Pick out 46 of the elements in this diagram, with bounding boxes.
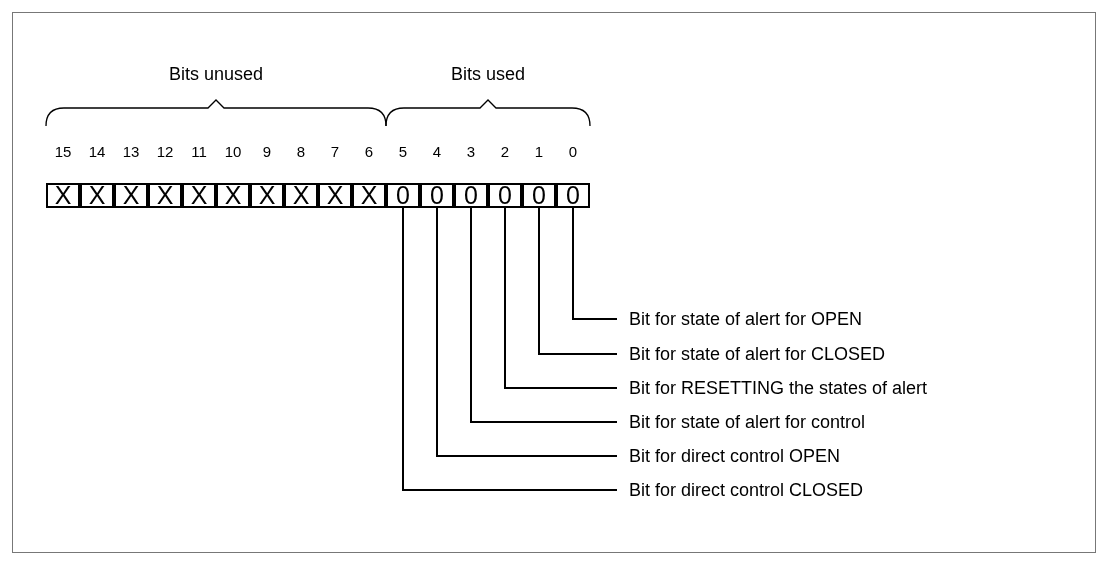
leader-line	[572, 207, 618, 320]
bit-cell: 0	[488, 183, 522, 208]
bit-number: 4	[431, 143, 443, 161]
leader-line	[470, 207, 618, 423]
leader-line	[436, 207, 618, 457]
bit-cell: X	[216, 183, 250, 208]
group-heading: Bits unused	[168, 63, 264, 85]
bit-description: Bit for state of alert for control	[629, 412, 866, 432]
bit-cell: 0	[556, 183, 590, 208]
bit-cell: 0	[454, 183, 488, 208]
bit-cell: X	[250, 183, 284, 208]
bit-number: 6	[363, 143, 375, 161]
bit-number: 2	[499, 143, 511, 161]
leader-line	[538, 207, 618, 355]
bit-number: 14	[87, 143, 107, 161]
bit-number: 3	[465, 143, 477, 161]
bit-number: 5	[397, 143, 409, 161]
bit-number: 13	[121, 143, 141, 161]
bit-description: Bit for direct control CLOSED	[629, 480, 864, 500]
bit-cell: X	[114, 183, 148, 208]
bit-number: 10	[223, 143, 243, 161]
leader-line	[504, 207, 618, 389]
bit-number: 8	[295, 143, 307, 161]
group-heading: Bits used	[451, 63, 525, 85]
bit-cell: 0	[420, 183, 454, 208]
bit-cell: X	[284, 183, 318, 208]
bit-number: 7	[329, 143, 341, 161]
bit-cell: X	[80, 183, 114, 208]
bit-number: 9	[261, 143, 273, 161]
bit-cell: X	[318, 183, 352, 208]
bit-description: Bit for state of alert for OPEN	[629, 309, 863, 329]
bit-cell: X	[148, 183, 182, 208]
bit-number: 12	[155, 143, 175, 161]
leader-line	[402, 207, 618, 491]
bit-cell: X	[182, 183, 216, 208]
bit-number: 0	[567, 143, 579, 161]
bit-number: 15	[53, 143, 73, 161]
bit-number: 11	[190, 143, 208, 161]
bit-cell: X	[352, 183, 386, 208]
bit-description: Bit for RESETTING the states of alert	[629, 378, 928, 398]
bit-description: Bit for state of alert for CLOSED	[629, 344, 886, 364]
bit-description: Bit for direct control OPEN	[629, 446, 841, 466]
bit-number: 1	[533, 143, 545, 161]
bit-cell: 0	[386, 183, 420, 208]
bit-cell: X	[46, 183, 80, 208]
bit-cell: 0	[522, 183, 556, 208]
